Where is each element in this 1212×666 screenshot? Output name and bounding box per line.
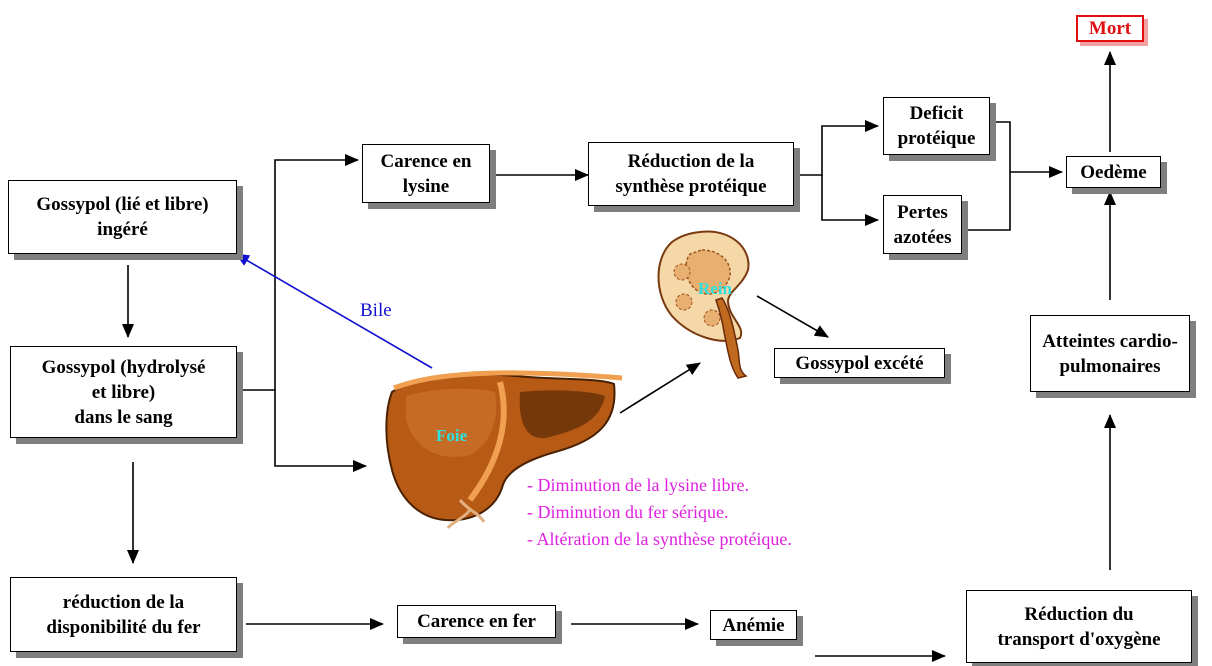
protein-synthesis-label: Réduction de la synthèse protéique <box>615 149 766 199</box>
anemia-label: Anémie <box>722 613 784 638</box>
protein-synthesis-box: Réduction de la synthèse protéique <box>588 142 794 206</box>
protein-deficit-box: Deficit protéique <box>883 97 990 155</box>
cardiopulmonary-label: Atteintes cardio- pulmonaires <box>1042 329 1178 379</box>
kidney-label: Rein <box>698 279 732 299</box>
oedema-box: Oedème <box>1066 156 1161 188</box>
connector-pertes <box>962 172 1010 230</box>
liver-effects-list: - Diminution de la lysine libre. - Dimin… <box>527 472 792 553</box>
liver-effect-item: - Diminution de la lysine libre. <box>527 472 792 499</box>
gossypol-ingested-label: Gossypol (lié et libre) ingéré <box>36 192 208 242</box>
liver-effect-item: - Altération de la synthèse protéique. <box>527 526 792 553</box>
connector-deficit <box>990 122 1010 172</box>
oedema-label: Oedème <box>1080 160 1146 185</box>
death-label: Mort <box>1089 16 1131 41</box>
oxygen-transport-label: Réduction du transport d'oxygène <box>997 602 1160 652</box>
nitrogen-loss-box: Pertes azotées <box>883 195 962 254</box>
protein-deficit-label: Deficit protéique <box>898 101 976 151</box>
liver-label: Foie <box>436 426 467 446</box>
arrow-bile <box>236 254 432 368</box>
iron-deficiency-box: Carence en fer <box>397 605 556 638</box>
cardiopulmonary-box: Atteintes cardio- pulmonaires <box>1030 315 1190 392</box>
arrow-rein-to-excrete <box>757 296 828 337</box>
arrow-synthese-to-deficit <box>796 126 878 175</box>
arrow-sang-to-foie <box>275 390 366 466</box>
death-box: Mort <box>1076 15 1144 42</box>
iron-availability-label: réduction de la disponibilité du fer <box>46 590 200 640</box>
lysine-deficiency-box: Carence en lysine <box>362 144 490 203</box>
gossypol-ingested-box: Gossypol (lié et libre) ingéré <box>8 180 237 254</box>
arrow-sang-to-lysine <box>237 160 358 390</box>
excreted-gossypol-label: Gossypol excété <box>795 351 923 376</box>
oxygen-transport-box: Réduction du transport d'oxygène <box>966 590 1192 663</box>
kidney-illustration <box>659 231 749 378</box>
liver-effect-item: - Diminution du fer sérique. <box>527 499 792 526</box>
gossypol-blood-label: Gossypol (hydrolysé et libre) dans le sa… <box>42 355 206 430</box>
bile-label: Bile <box>360 300 392 322</box>
arrow-synthese-to-pertes <box>822 175 878 220</box>
gossypol-blood-box: Gossypol (hydrolysé et libre) dans le sa… <box>10 346 237 438</box>
iron-availability-box: réduction de la disponibilité du fer <box>10 577 237 652</box>
nitrogen-loss-label: Pertes azotées <box>893 200 951 250</box>
lysine-deficiency-label: Carence en lysine <box>381 149 472 199</box>
anemia-box: Anémie <box>710 610 797 640</box>
iron-deficiency-label: Carence en fer <box>417 609 536 634</box>
arrow-foie-to-rein <box>620 363 700 413</box>
excreted-gossypol-box: Gossypol excété <box>774 348 945 378</box>
